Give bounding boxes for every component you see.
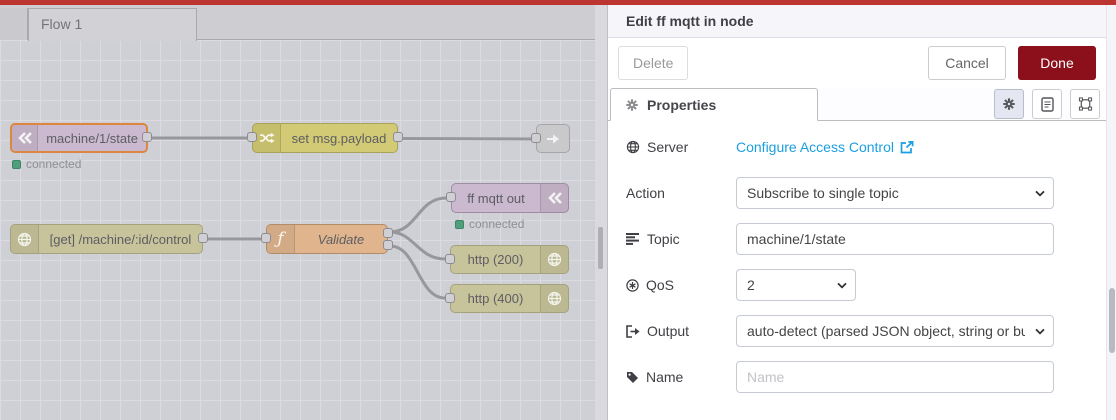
output-label: Output — [626, 323, 736, 339]
input-port[interactable] — [445, 292, 455, 303]
mqtt-icon — [540, 184, 568, 212]
qos-row: QoS 2 — [626, 269, 1054, 301]
canvas-scrollbar — [595, 5, 607, 420]
gear-icon — [1002, 97, 1016, 111]
action-select[interactable]: Subscribe to single topic — [736, 177, 1054, 209]
external-link-icon — [900, 140, 914, 154]
node-status: connected — [12, 157, 81, 171]
input-port[interactable] — [531, 132, 541, 143]
cancel-button[interactable]: Cancel — [928, 46, 1006, 80]
status-text: connected — [469, 217, 525, 231]
function-icon: ƒ — [267, 225, 295, 253]
node-properties-form: Server Configure Access Control Action S… — [608, 121, 1106, 420]
wire — [389, 230, 446, 261]
top-accent-bar — [0, 0, 1116, 5]
wire — [389, 196, 447, 234]
mqtt-icon — [12, 125, 39, 151]
topic-lines-icon — [626, 233, 640, 245]
properties-gear-button[interactable] — [994, 89, 1024, 119]
output-port[interactable] — [393, 132, 403, 142]
status-text: connected — [26, 157, 82, 171]
name-label: Name — [626, 369, 736, 385]
link-out-arrow-icon — [545, 132, 561, 146]
tray-title: Edit ff mqtt in node — [608, 5, 1106, 38]
name-row: Name — [626, 361, 1054, 393]
qos-icon — [626, 278, 639, 292]
tab-stub — [0, 8, 28, 40]
node-http-response-400[interactable]: http (400) — [445, 284, 569, 313]
wire — [397, 137, 533, 141]
node-label: set msg.payload — [291, 130, 387, 146]
tray-toolbar: Delete Cancel Done — [608, 38, 1106, 88]
qos-select[interactable]: 2 — [736, 269, 856, 301]
flow-canvas[interactable]: machine/1/state connected set msg.payloa… — [0, 40, 595, 420]
node-label: machine/1/state — [46, 130, 138, 146]
page-scrollbar-thumb[interactable] — [1109, 288, 1115, 353]
input-port[interactable] — [446, 192, 456, 202]
workspace-tab-bar: Flow 1 — [0, 5, 595, 41]
qos-label: QoS — [626, 277, 736, 293]
page-scrollbar — [1106, 5, 1116, 420]
wires-layer — [148, 136, 533, 300]
node-change[interactable]: set msg.payload — [247, 123, 403, 153]
node-mqtt-in[interactable]: machine/1/state — [10, 123, 152, 153]
output-port-1[interactable] — [383, 228, 393, 238]
name-input[interactable] — [736, 361, 1054, 393]
action-label: Action — [626, 185, 665, 201]
tray-tab-buttons — [986, 89, 1100, 119]
input-port[interactable] — [445, 253, 455, 264]
tab-properties[interactable]: Properties — [610, 88, 818, 121]
tab-properties-label: Properties — [647, 96, 717, 113]
description-button[interactable] — [1032, 89, 1062, 119]
globe-icon — [540, 285, 568, 312]
topic-row: Topic — [626, 223, 1054, 255]
gear-icon — [625, 98, 639, 112]
node-http-in[interactable]: [get] /machine/:id/control — [10, 224, 208, 254]
action-row: Action Subscribe to single topic — [626, 177, 1054, 209]
node-http-response-200[interactable]: http (200) — [445, 245, 569, 274]
output-port[interactable] — [198, 233, 208, 243]
input-port[interactable] — [261, 233, 271, 243]
node-mqtt-out[interactable]: ff mqtt out — [446, 183, 569, 213]
node-label: http (400) — [467, 291, 524, 306]
output-select[interactable]: auto-detect (parsed JSON object, string … — [736, 315, 1054, 347]
configure-access-control-link[interactable]: Configure Access Control — [736, 139, 914, 155]
globe-icon — [626, 140, 640, 154]
topic-input[interactable] — [736, 223, 1054, 255]
delete-button[interactable]: Delete — [618, 46, 689, 80]
selection-box-icon — [1078, 97, 1093, 111]
canvas-scrollbar-thumb[interactable] — [598, 227, 603, 269]
output-row: Output auto-detect (parsed JSON object, … — [626, 315, 1054, 347]
node-label: ff mqtt out — [467, 190, 525, 206]
wire — [389, 244, 446, 300]
tag-icon — [626, 371, 639, 384]
done-button[interactable]: Done — [1018, 46, 1096, 80]
status-dot-icon — [455, 219, 464, 229]
output-port-2[interactable] — [383, 240, 393, 250]
tray-tab-row: Properties — [608, 88, 1106, 121]
flow-editor: Flow 1 machine/1/state connected — [0, 5, 595, 420]
appearance-button[interactable] — [1070, 89, 1100, 119]
node-status: connected — [455, 217, 524, 231]
edit-node-tray: Edit ff mqtt in node Delete Cancel Done … — [607, 5, 1106, 420]
sign-out-icon — [626, 324, 640, 338]
node-label: http (200) — [467, 252, 524, 267]
topic-label: Topic — [626, 231, 736, 247]
server-label: Server — [626, 139, 736, 155]
node-label: Validate — [317, 231, 365, 247]
globe-icon — [540, 246, 568, 273]
output-port[interactable] — [142, 132, 152, 142]
node-link-out[interactable] — [531, 124, 570, 153]
node-label: [get] /machine/:id/control — [49, 231, 192, 247]
globe-icon — [11, 225, 39, 253]
tab-flow-1[interactable]: Flow 1 — [28, 8, 197, 41]
node-function-validate[interactable]: ƒ Validate — [261, 224, 393, 254]
input-port[interactable] — [247, 132, 257, 142]
document-icon — [1040, 96, 1054, 112]
shuffle-icon — [253, 124, 281, 152]
server-row: Server Configure Access Control — [626, 131, 1054, 163]
status-dot-icon — [12, 159, 21, 169]
